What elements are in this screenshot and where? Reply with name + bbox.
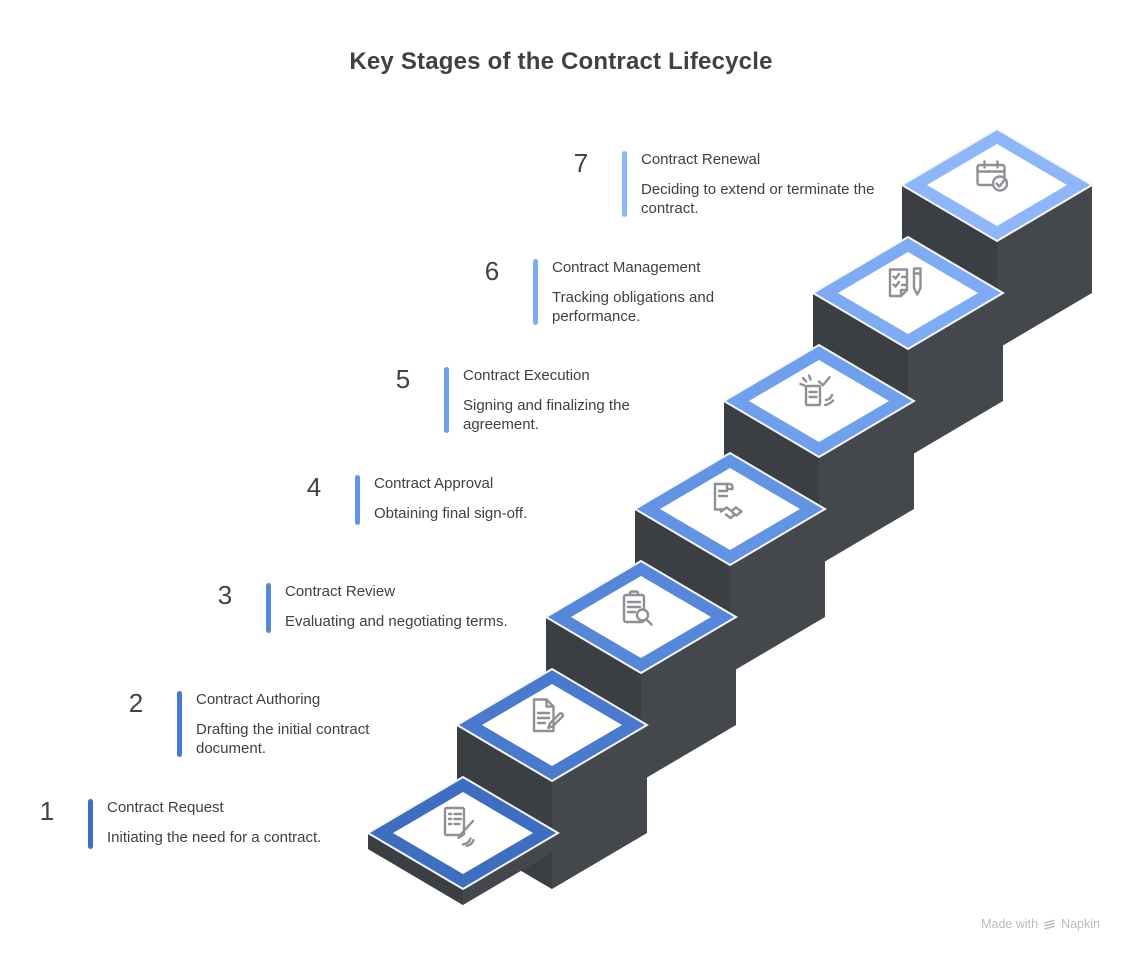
stage-label-3: 3 Contract Review Evaluating and negotia… — [208, 581, 508, 633]
stage-description: Evaluating and negotiating terms. — [285, 613, 508, 630]
stage-label-6: 6 Contract Management Tracking obligatio… — [475, 257, 740, 326]
stage-title: Contract Approval — [374, 475, 494, 492]
stage-accent-bar — [622, 151, 627, 217]
stage-number: 3 — [217, 580, 233, 610]
stage-title: Contract Review — [285, 583, 396, 600]
stage-description: Drafting the initial contract document. — [196, 721, 370, 757]
page-title: Key Stages of the Contract Lifecycle — [349, 48, 773, 75]
stage-title: Contract Request — [107, 799, 224, 816]
stage-label-5: 5 Contract Execution Signing and finaliz… — [386, 365, 655, 434]
stage-description: Obtaining final sign-off. — [374, 505, 528, 522]
napkin-logo-icon — [1044, 919, 1055, 930]
watermark-made-with: Made with — [981, 917, 1039, 931]
stage-label-4: 4 Contract Approval Obtaining final sign… — [297, 473, 527, 525]
stage-number: 2 — [128, 688, 144, 718]
stage-label-2: 2 Contract Authoring Drafting the initia… — [119, 689, 408, 758]
stage-accent-bar — [88, 799, 93, 849]
stage-description: Signing and finalizing the agreement. — [463, 397, 630, 433]
stage-number: 5 — [395, 364, 411, 394]
watermark: Made with Napkin — [981, 917, 1100, 931]
stage-description: Tracking obligations and performance. — [552, 289, 715, 325]
stage-accent-bar — [355, 475, 360, 525]
watermark-brand: Napkin — [1061, 917, 1100, 931]
stage-number: 4 — [306, 472, 322, 502]
stage-description: Deciding to extend or terminate the cont… — [641, 181, 875, 217]
stage-number: 1 — [39, 796, 55, 826]
stage-number: 6 — [484, 256, 500, 286]
stage-description: Initiating the need for a contract. — [107, 829, 322, 846]
stage-accent-bar — [533, 259, 538, 325]
step-1-block — [366, 775, 560, 905]
stage-accent-bar — [444, 367, 449, 433]
stage-title: Contract Management — [552, 259, 701, 276]
stage-title: Contract Renewal — [641, 151, 761, 168]
stage-label-7: 7 Contract Renewal Deciding to extend or… — [564, 149, 889, 218]
stage-title: Contract Authoring — [196, 691, 321, 708]
stage-accent-bar — [177, 691, 182, 757]
stage-accent-bar — [266, 583, 271, 633]
stage-number: 7 — [573, 148, 589, 178]
stage-title: Contract Execution — [463, 367, 590, 384]
stage-label-1: 1 Contract Request Initiating the need f… — [30, 797, 321, 849]
